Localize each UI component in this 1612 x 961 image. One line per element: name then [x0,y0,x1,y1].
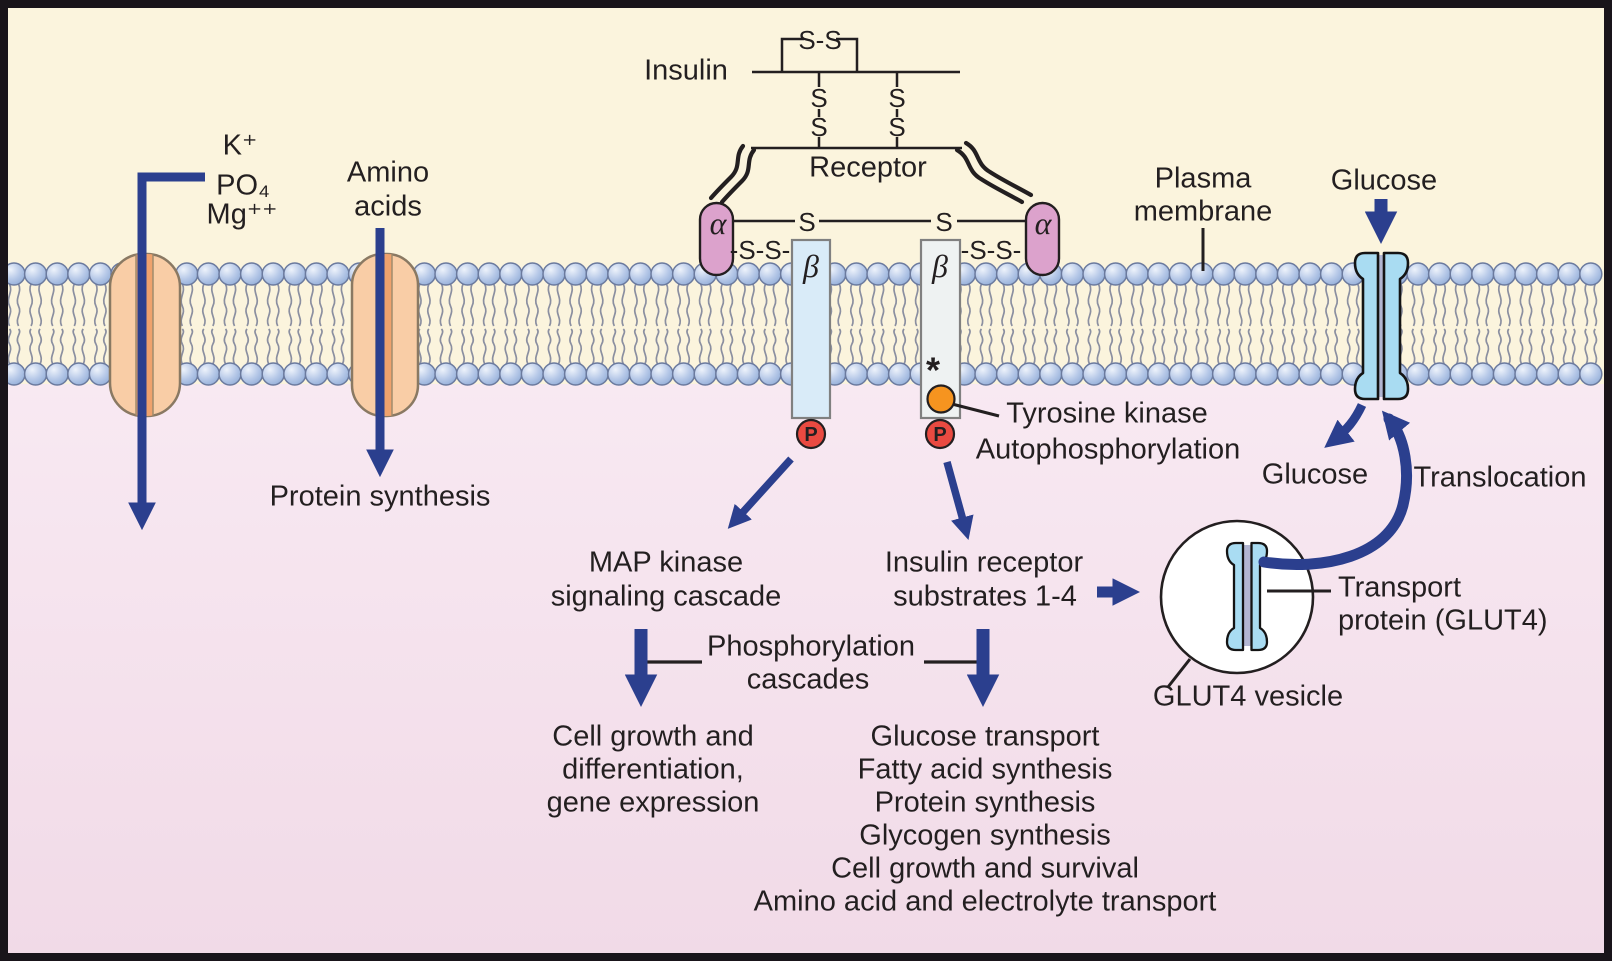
ion-label-k: K⁺ [222,129,258,162]
s-label: S [888,83,905,113]
map-kinase-signal-arrow [727,456,794,529]
alpha-label-left: α [710,205,728,241]
map-outcome-line2: differentiation, [562,753,744,786]
receptor-label: Receptor [809,151,927,184]
lipid-heads [2,262,1603,386]
alpha-subunit-left [698,201,735,277]
irs-outcome-cell-growth: Cell growth and survival [831,852,1139,885]
irs-outcome-glycogen: Glycogen synthesis [859,819,1111,852]
disulfide-link-left: -S-S- [730,235,791,265]
protein-synthesis-label: Protein synthesis [269,480,491,513]
glut4-vesicle-pointer [1166,658,1192,688]
map-outcome-line1: Cell growth and [552,720,754,753]
beta-label-right: β [931,248,948,284]
irs-outcome-glucose-transport: Glucose transport [870,720,1100,753]
asterisk-mark: * [926,350,940,391]
disulfide-loop-right [836,37,859,72]
s-label: S [810,83,827,113]
phosphorylation-cascades-line1: Phosphorylation [707,630,915,663]
alpha-subunit-right [1024,201,1061,277]
map-kinase-label-line1: MAP kinase [588,546,744,579]
phosphate-right [924,418,956,450]
glucose-intracellular-label: Glucose [1261,458,1369,491]
amino-acids-label-line2: acids [354,190,422,223]
alpha-label-right: α [1035,205,1053,241]
phosphate-p-left: P [804,424,817,446]
s-label: S [798,207,815,237]
phosphate-left [795,418,827,450]
glucose-exit-arrow [1324,403,1367,448]
translocation-label: Translocation [1413,461,1587,494]
insulin-receptor-complex [708,37,1034,223]
amino-acids-label-line1: Amino [346,156,430,189]
autophosphorylation-label: Autophosphorylation [975,433,1241,466]
phosphate-p-right: P [933,424,946,446]
ion-influx-arrow [128,172,205,531]
disulfide-loop-left [780,37,804,72]
tyrosine-kinase-site [926,384,956,414]
s-label: S [935,207,952,237]
insulin-label: Insulin [644,54,728,87]
phosphorylation-cascades-line2: cascades [746,663,870,696]
irs-label-line1: Insulin receptor [884,546,1084,579]
beta-subunit-left [790,238,832,420]
irs-outcome-protein-synthesis: Protein synthesis [874,786,1096,819]
plasma-membrane-label-line1: Plasma [1154,162,1252,195]
tyrosine-kinase-label: Tyrosine kinase [1006,397,1208,430]
map-kinase-label-line2: signaling cascade [550,580,782,613]
ion-label-po4: PO₄ [216,169,270,202]
pointer-lines [646,228,1331,688]
irs-outcome-fatty-acid: Fatty acid synthesis [857,753,1113,786]
plasma-membrane-label-line2: membrane [1133,195,1273,228]
receptor-squiggles [708,140,1034,205]
tyrosine-kinase-pointer [951,402,1000,418]
translocation-arrow [1258,410,1413,570]
glut4-vesicle-label: GLUT4 vesicle [1152,680,1344,713]
glut4-vesicle [1159,519,1315,675]
transport-protein-label-line2: protein (GLUT4) [1338,604,1548,637]
glut4-transporter-membrane [1353,251,1410,401]
beta-label-left: β [802,248,819,284]
flow-arrows [128,172,1413,707]
ion-label-mg: Mg⁺⁺ [206,198,278,231]
disulfide-link-right: -S-S- [961,235,1022,265]
s-label: S [888,112,905,142]
irs-outcome-amino-electrolyte: Amino acid and electrolyte transport [753,885,1217,918]
transport-protein-label-line1: Transport [1338,571,1462,604]
amino-acid-channel [350,252,420,418]
map-outcome-line3: gene expression [546,786,760,819]
glucose-extracellular-label: Glucose [1330,164,1438,197]
irs-signal-arrow [943,461,974,540]
s-label: S [810,112,827,142]
disulfide-ss-label: S-S [798,25,841,55]
irs-label-line2: substrates 1-4 [893,580,1077,613]
